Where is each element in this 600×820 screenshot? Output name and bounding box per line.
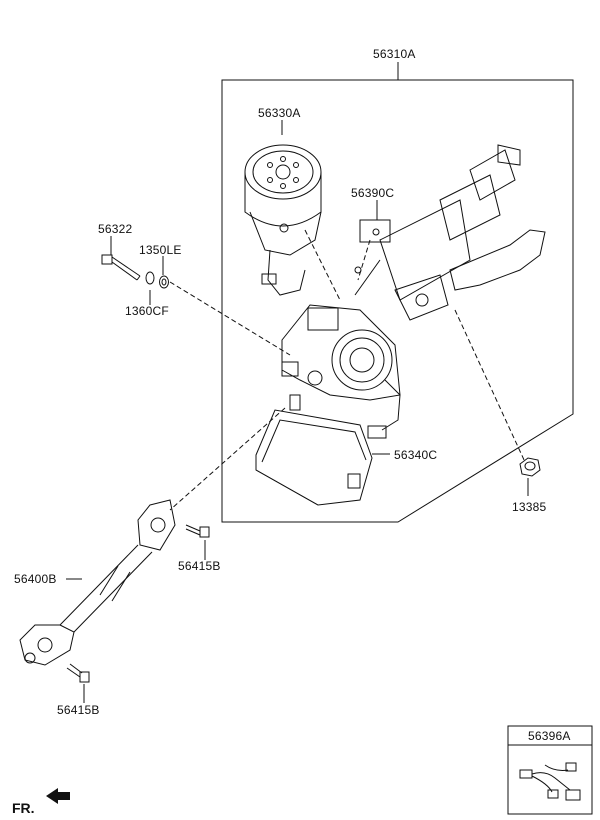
bolt-upper-drawing	[185, 524, 210, 538]
front-direction-label: FR.	[12, 800, 35, 816]
dash-lock	[357, 239, 371, 281]
bolt-lower-drawing	[66, 663, 90, 683]
label-harness: 56396A	[528, 729, 571, 743]
assembly-boundary	[221, 79, 574, 523]
label-washer-a: 1350LE	[139, 243, 182, 257]
label-motor: 56330A	[258, 106, 301, 120]
label-bolt: 56322	[98, 222, 133, 236]
nut-drawing	[519, 457, 541, 477]
label-bolt-lower: 56415B	[57, 703, 100, 717]
motor-drawing	[244, 144, 322, 296]
label-assembly: 56310A	[373, 47, 416, 61]
label-module: 56340C	[394, 448, 438, 462]
harness-inset-box	[507, 725, 593, 815]
label-nut: 13385	[512, 500, 547, 514]
bolt-drawing	[101, 254, 141, 281]
label-shaft: 56400B	[14, 572, 57, 586]
washer-b-drawing	[145, 271, 155, 285]
dash-nut	[454, 309, 526, 463]
gear-housing-drawing	[281, 304, 401, 439]
harness-drawing	[519, 762, 581, 801]
steering-column-drawing	[354, 144, 546, 321]
label-lock-body: 56390C	[351, 186, 395, 200]
dash-washer	[169, 281, 291, 356]
shaft-drawing	[19, 499, 176, 666]
dash-motor	[304, 229, 341, 301]
dash-shaft	[169, 407, 286, 511]
front-arrow-icon	[46, 788, 70, 804]
label-bolt-upper: 56415B	[178, 559, 221, 573]
washer-a-drawing	[159, 275, 169, 289]
module-drawing	[255, 409, 373, 506]
label-washer-b: 1360CF	[125, 304, 169, 318]
